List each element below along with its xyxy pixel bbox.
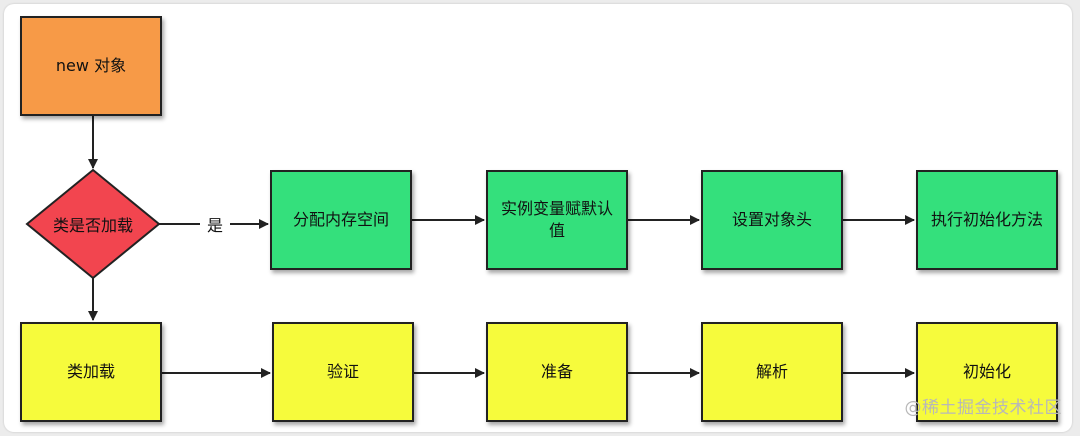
edge-label-yes-text: 是 (206, 216, 223, 235)
node-allocate-memory-label: 分配内存空间 (292, 209, 389, 229)
node-resolution-label: 解析 (755, 361, 788, 381)
node-allocate-memory: 分配内存空间 (270, 170, 412, 270)
node-new-object: new 对象 (20, 16, 162, 116)
node-object-header-label: 设置对象头 (731, 209, 812, 229)
watermark: @稀土掘金技术社区 (904, 398, 1062, 418)
diagram-canvas: new 对象 类是否加载 是 分配内存空间 实例变量赋默认值 设置对象头 执行初… (4, 4, 1072, 432)
node-verification-label: 验证 (326, 361, 359, 381)
node-class-loading-label: 类加载 (66, 361, 115, 381)
node-init-method: 执行初始化方法 (916, 170, 1058, 270)
node-initialization-label: 初始化 (962, 361, 1011, 381)
node-object-header: 设置对象头 (701, 170, 843, 270)
edge-label-yes: 是 (200, 210, 230, 238)
node-resolution: 解析 (701, 322, 843, 422)
node-initialization: 初始化 (916, 322, 1058, 422)
node-default-values-label: 实例变量赋默认值 (500, 198, 613, 240)
node-verification: 验证 (272, 322, 414, 422)
node-new-object-label: new 对象 (55, 55, 127, 75)
node-preparation-label: 准备 (540, 361, 573, 381)
node-init-method-label: 执行初始化方法 (930, 209, 1043, 229)
node-preparation: 准备 (486, 322, 628, 422)
node-is-class-loaded: 类是否加载 (26, 210, 160, 238)
node-class-loading: 类加载 (20, 322, 162, 422)
node-is-class-loaded-label: 类是否加载 (52, 216, 133, 235)
node-default-values: 实例变量赋默认值 (486, 170, 628, 270)
